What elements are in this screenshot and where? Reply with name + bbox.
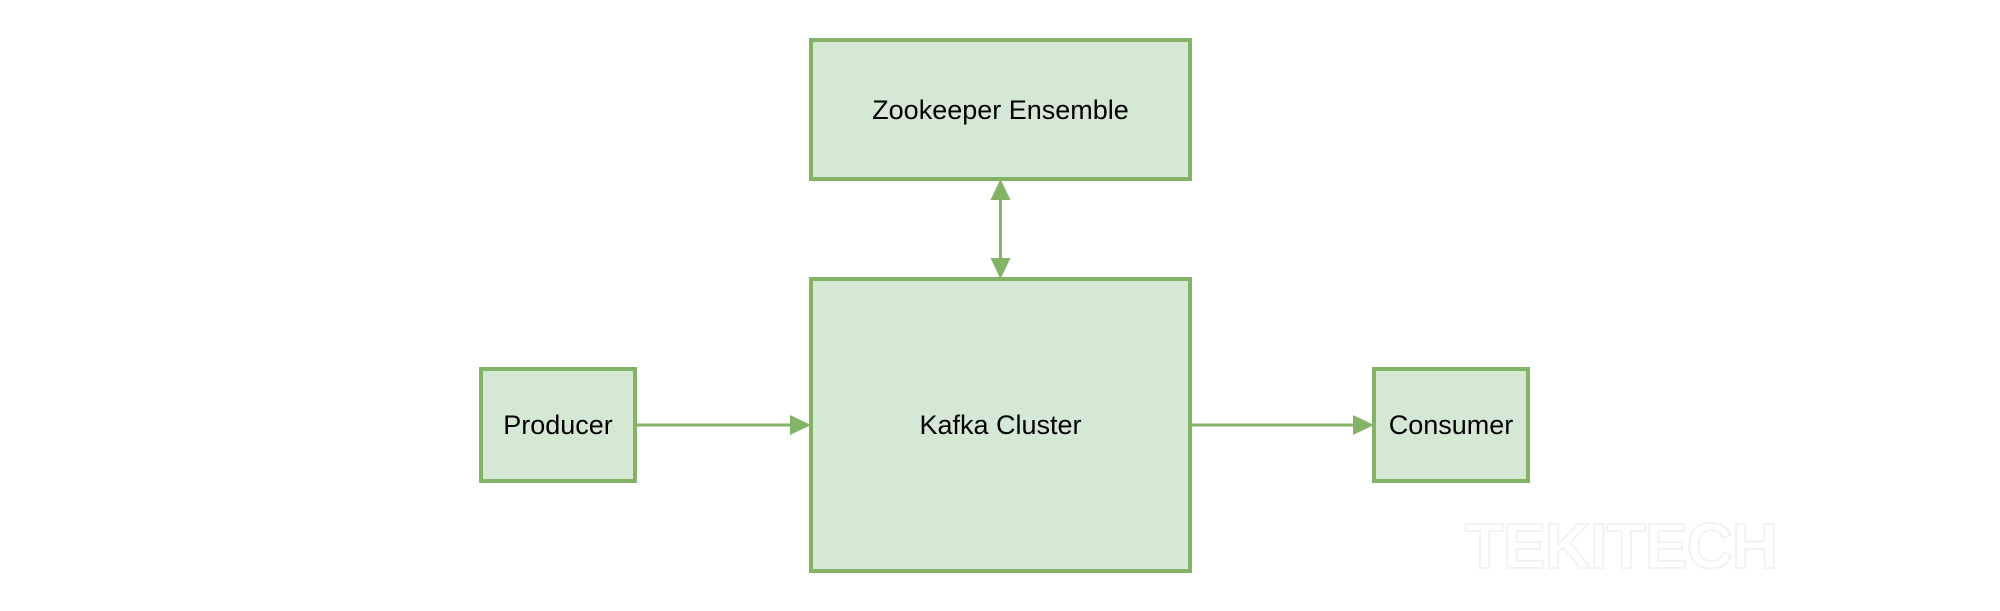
producer-box: [479, 367, 637, 483]
zookeeper-ensemble-node[interactable]: Zookeeper Ensemble: [809, 38, 1192, 181]
kafka-cluster-node[interactable]: Kafka Cluster: [809, 277, 1192, 573]
zookeeper-ensemble-label: Zookeeper Ensemble: [872, 95, 1129, 125]
kafka-cluster-label: Kafka Cluster: [919, 410, 1081, 440]
edge-producer-to-kafka: [635, 415, 811, 435]
kafka-cluster-box: [809, 277, 1192, 573]
watermark-logo: TEKITECH: [1465, 510, 1777, 582]
producer-node[interactable]: Producer: [479, 367, 637, 483]
consumer-label: Consumer: [1389, 410, 1514, 440]
arrow-head-icon: [1353, 415, 1374, 435]
consumer-box: [1372, 367, 1530, 483]
producer-label: Producer: [503, 410, 613, 440]
edge-kafka-zookeeper: [990, 179, 1011, 279]
arrow-head-down-icon: [990, 258, 1011, 279]
zookeeper-ensemble-box: [809, 38, 1192, 181]
arrow-head-icon: [790, 415, 811, 435]
arrow-head-up-icon: [990, 179, 1011, 200]
consumer-node[interactable]: Consumer: [1372, 367, 1530, 483]
edge-kafka-to-consumer: [1190, 415, 1374, 435]
